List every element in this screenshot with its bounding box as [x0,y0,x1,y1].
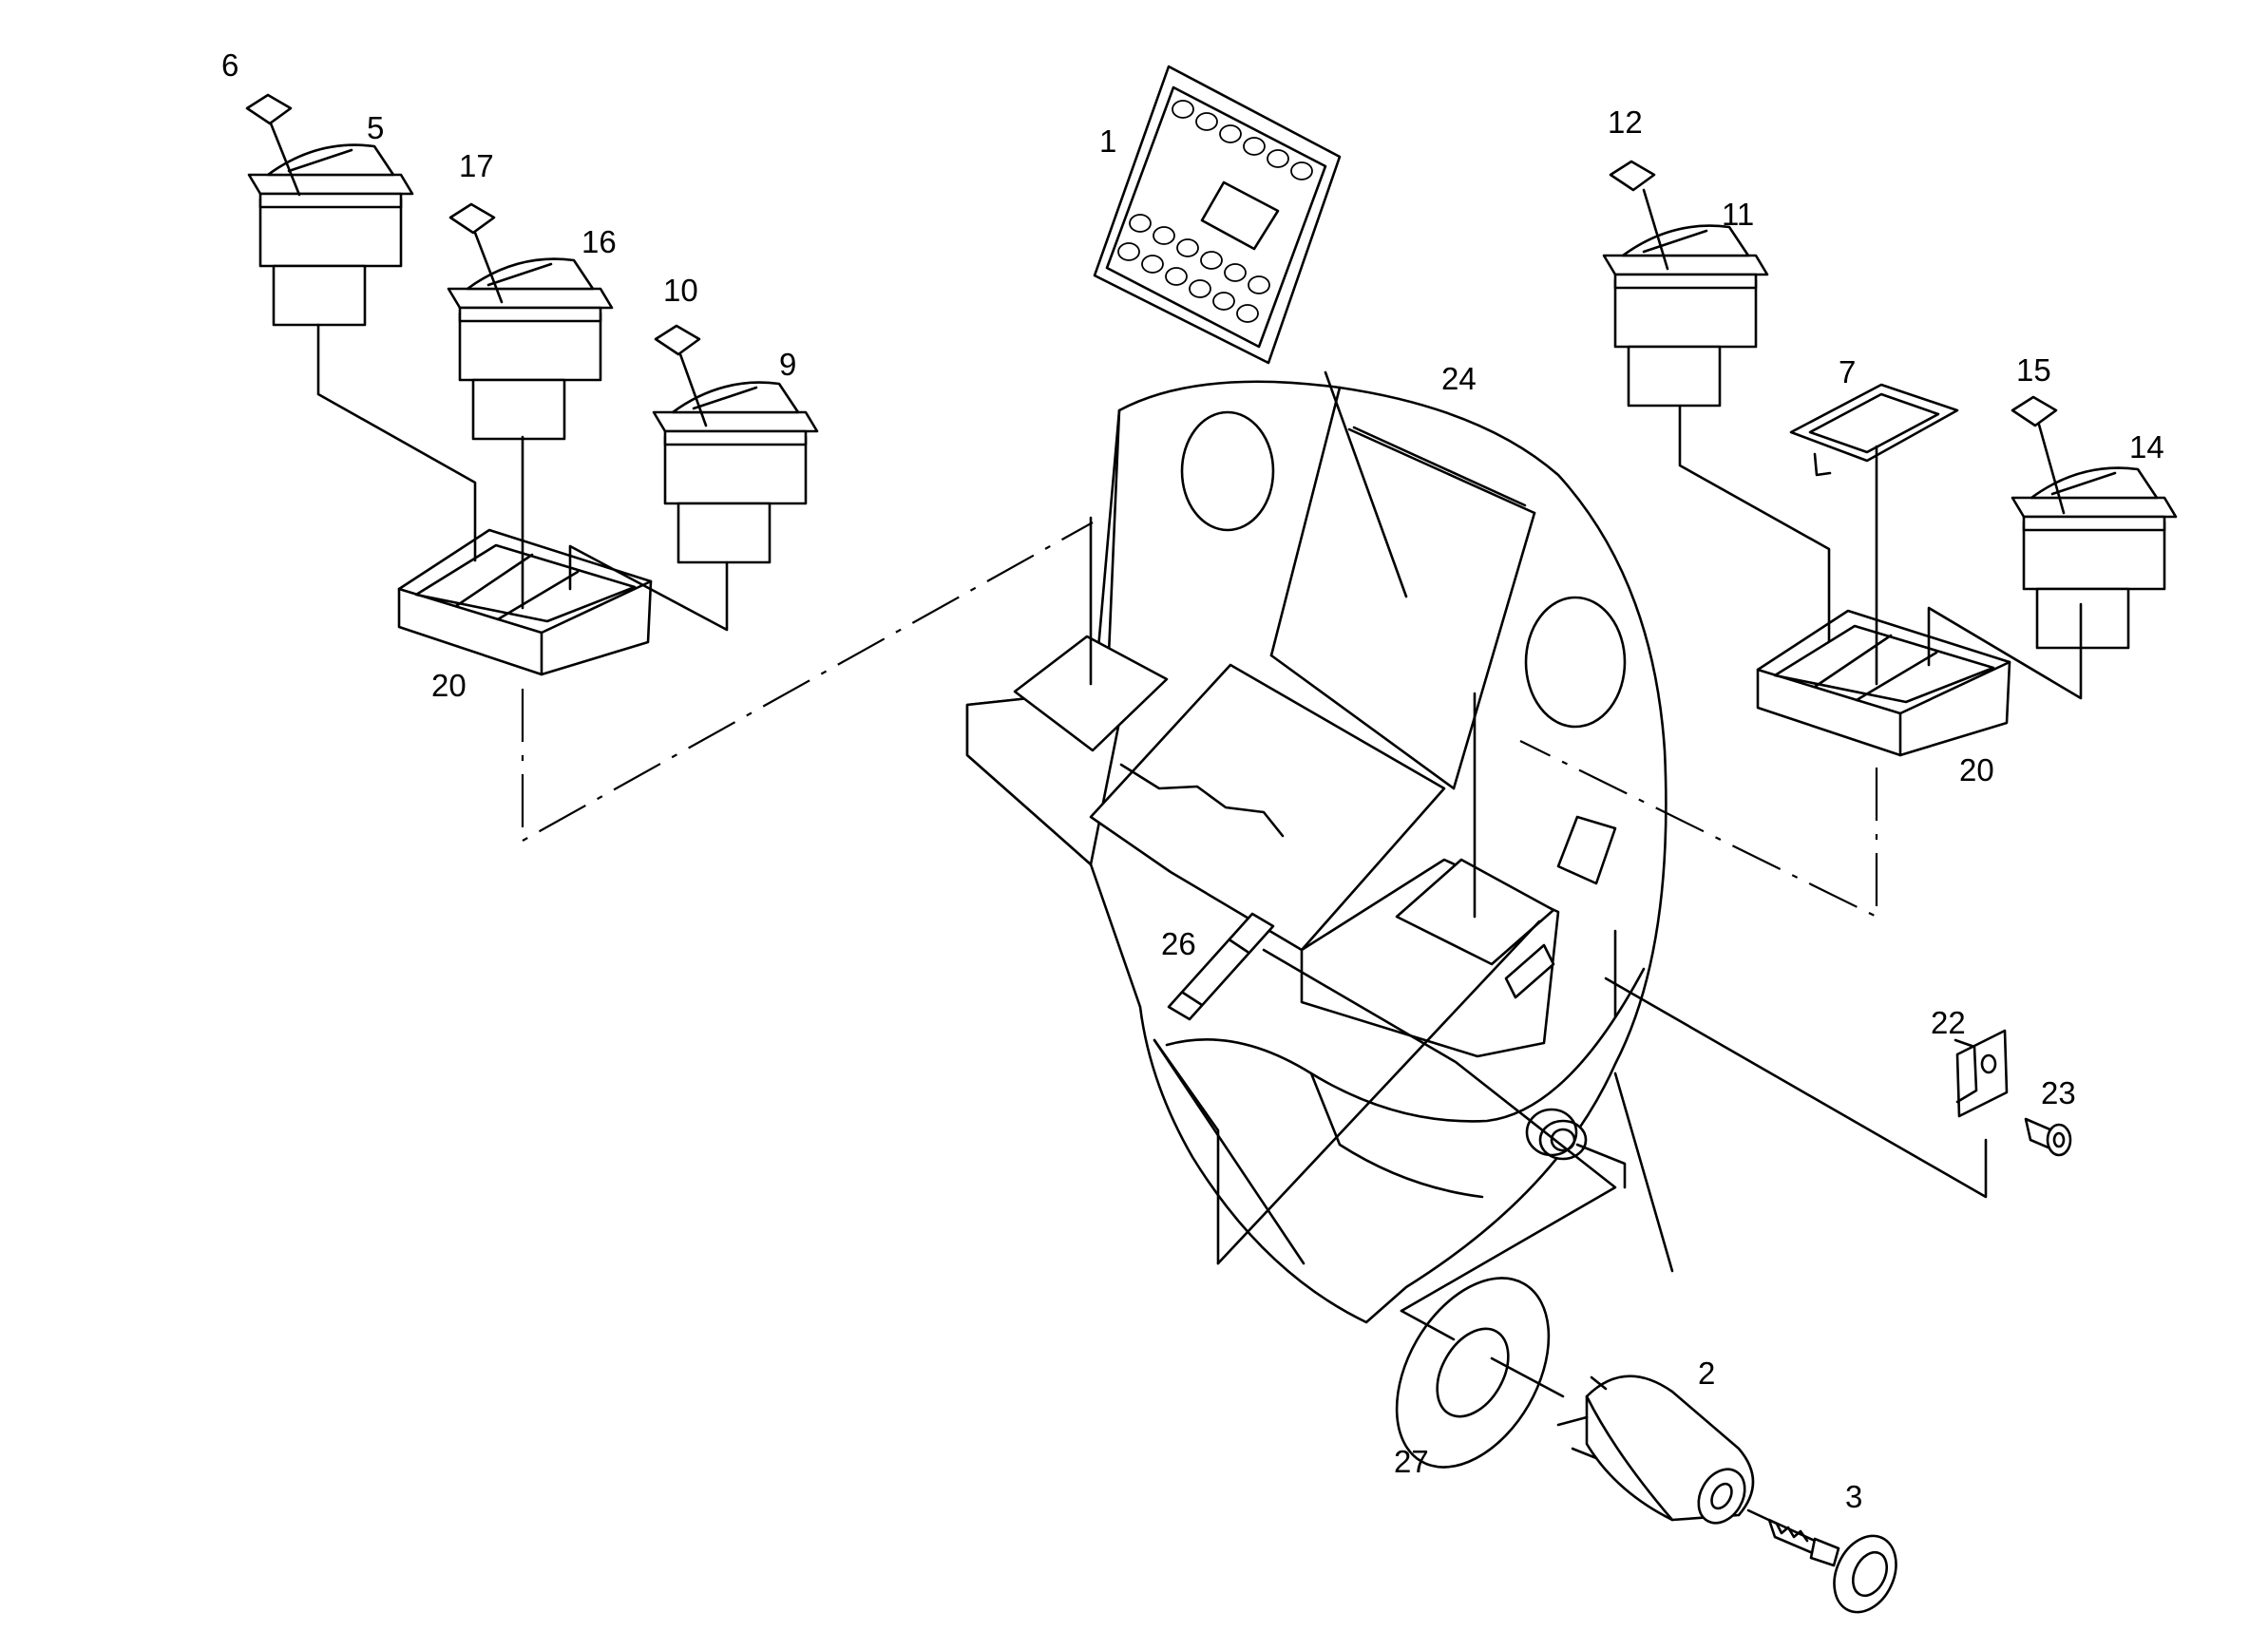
label-3: 3 [1845,1479,1862,1514]
label-17: 17 [459,148,494,183]
fastener-23 [2024,1117,2072,1157]
rocker-switch-16 [447,257,614,441]
label-14: 14 [2129,429,2164,465]
clip-22 [1954,1029,2009,1118]
label-11: 11 [1722,197,1754,232]
label-23: 23 [2041,1075,2076,1110]
switch-cap-15 [2011,395,2058,427]
ignition-key-3 [1767,1518,1897,1614]
label-9: 9 [779,347,796,382]
switch-cap-6 [245,93,293,125]
blank-plug-7 [1789,383,1959,477]
leader-lines [269,122,2083,1526]
label-20-left: 20 [431,668,467,703]
label-22: 22 [1931,1005,1966,1040]
rocker-switch-5 [247,143,414,327]
label-20-right: 20 [1959,752,1994,787]
label-1: 1 [1099,123,1116,159]
switch-frame-20-left [397,528,653,676]
switch-cap-17 [448,202,496,235]
label-27: 27 [1394,1444,1429,1479]
warning-decal-26 [1167,912,1275,1021]
label-2: 2 [1698,1356,1715,1391]
dashboard-console-24 [965,380,1668,1324]
label-16: 16 [581,224,617,259]
label-5: 5 [367,110,384,145]
instrument-panel-1 [1093,65,1342,365]
switch-cap-12 [1609,160,1656,192]
rocker-switch-14 [2011,466,2178,650]
label-6: 6 [221,47,238,83]
rocker-switch-9 [652,381,819,564]
label-7: 7 [1839,354,1856,389]
part-labels: 1 2 3 5 6 7 9 10 11 12 14 15 16 17 20 20… [221,47,2164,1514]
label-10: 10 [663,273,698,308]
label-26: 26 [1161,926,1196,961]
switch-cap-10 [654,324,701,356]
label-12: 12 [1608,104,1643,140]
rocker-switch-11 [1602,224,1769,408]
bezel-ring-27 [1395,1277,1551,1469]
label-15: 15 [2016,352,2051,388]
label-24: 24 [1441,361,1477,396]
ignition-switch-2 [1556,1375,1755,1525]
